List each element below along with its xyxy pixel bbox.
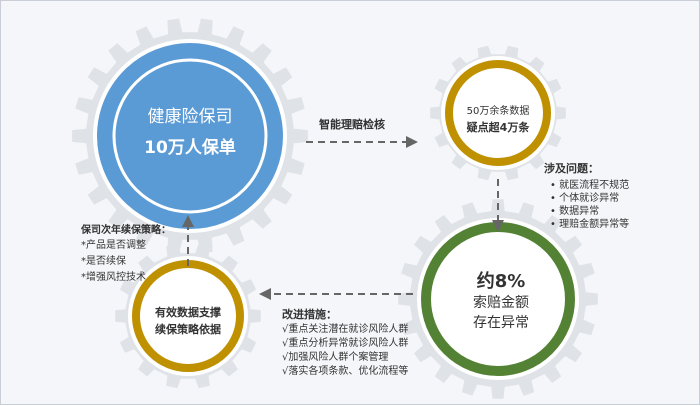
list-item: *增强风控技术 [81,272,146,283]
list-item: *是否续保 [81,256,126,267]
list-item: • 就医流程不规范 [550,180,630,191]
list-item: • 理赔金额异常等 [550,219,630,230]
improve-title: 改进措施： [282,308,337,321]
list-item: √加强风险人群个案管理 [282,352,389,363]
gear1-shape [72,18,308,254]
gear1-label: 健康险保司 10万人保单 [112,105,268,164]
improve-block: 改进措施： √重点关注潜在就诊风险人群 √重点分析异常就诊风险人群 √加强风险人群个… [282,307,408,379]
list-item: √重点分析异常就诊风险人群 [282,338,409,349]
issues-block: 涉及问题： • 就医流程不规范 • 个体就诊异常 • 数据异常 • 理赔金额异常等 [544,161,629,231]
gear4-shape [115,243,261,389]
issues-title: 涉及问题： [544,162,599,175]
gear3-shape [398,199,598,399]
list-item: • 数据异常 [550,206,600,217]
list-item: √落实各项条款、优化流程等 [282,366,409,377]
gear4-label: 有效数据支撑 续保策略依据 [143,304,233,338]
gear4-line2: 续保策略依据 [155,323,221,336]
gear3-label: 约8% 索赔金额 存在异常 [451,271,551,333]
gear3-line2: 索赔金额 [473,295,529,311]
gear2-label: 50万余条数据 疑点超4万条 [453,104,543,137]
arrow-top-label: 智能理赔检核 [319,118,385,131]
issues-list: • 就医流程不规范 • 个体就诊异常 • 数据异常 • 理赔金额异常等 [544,179,629,231]
gear2-line2: 疑点超4万条 [466,121,530,134]
improve-list: √重点关注潜在就诊风险人群 √重点分析异常就诊风险人群 √加强风险人群个案管理 √落实… [282,323,408,379]
gear2-shape [430,45,566,181]
strategy-block: 保司次年续保策略： *产品是否调整 *是否续保 *增强风控技术 [81,223,171,286]
strategy-title: 保司次年续保策略： [81,225,171,236]
arrowhead-down [492,220,504,232]
list-item: √重点关注潜在就诊风险人群 [282,324,409,335]
gear3-line1: 约8% [476,271,526,292]
gear4-line1: 有效数据支撑 [155,306,221,319]
arrowhead-right [406,136,418,148]
list-item: • 个体就诊异常 [550,193,620,204]
arrowhead-up [182,215,194,227]
gear1-inner-line [112,58,268,214]
gear2-ring [445,60,551,166]
gear2-line1: 50万余条数据 [466,106,530,117]
gear1-line2: 10万人保单 [144,138,236,158]
list-item: *产品是否调整 [81,240,146,251]
gear3-line3: 存在异常 [473,315,529,331]
arrowhead-left [259,288,271,300]
strategy-list: *产品是否调整 *是否续保 *增强风控技术 [81,238,171,286]
gear1-line1: 健康险保司 [147,107,233,127]
